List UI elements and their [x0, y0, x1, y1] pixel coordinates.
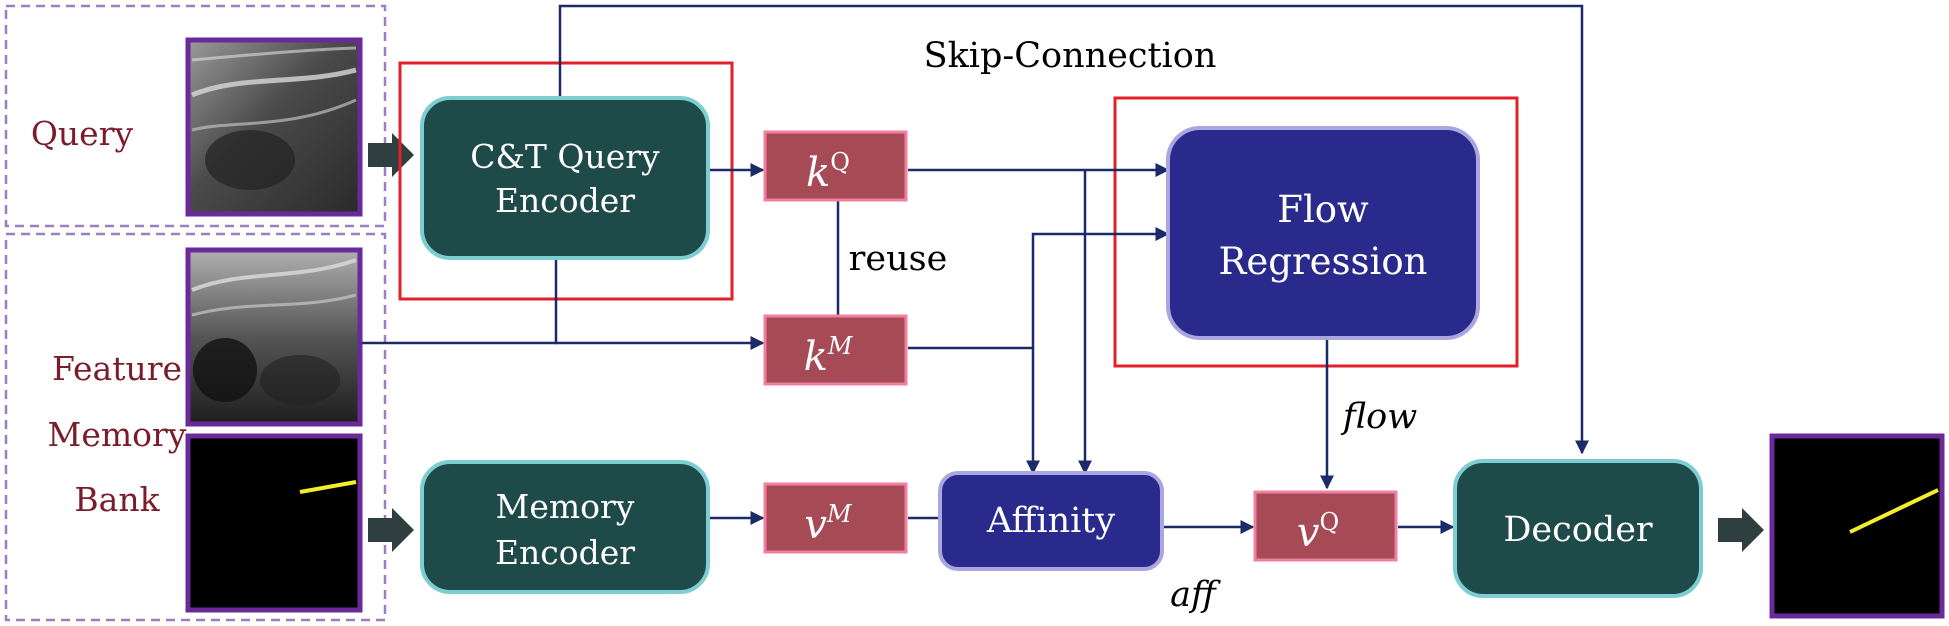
feature-label: Feature: [52, 349, 182, 388]
flow-label: flow: [1340, 397, 1417, 437]
output-mask-image: [1769, 433, 1945, 619]
query-encoder-label-line2: Encoder: [495, 181, 635, 220]
thick-arrow-query-in: [368, 133, 414, 177]
svg-text:vM: vM: [804, 500, 853, 548]
bank-label: Bank: [74, 480, 160, 519]
aff-label: aff: [1170, 575, 1221, 615]
decoder-label: Decoder: [1503, 510, 1653, 550]
flow-regression-label-line1: Flow: [1277, 188, 1369, 231]
kq-sup: Q: [830, 148, 850, 176]
query-encoder-highlight-box: [398, 61, 734, 301]
memory-bank-group-box: [4, 232, 387, 622]
thick-arrow-output: [1718, 508, 1764, 552]
flow-regression-label-line2: Regression: [1219, 240, 1428, 283]
memory-encoder-label-line2: Encoder: [495, 533, 635, 572]
reuse-label: reuse: [849, 239, 948, 279]
affinity-block: Affinity: [938, 471, 1164, 571]
vq-sup: Q: [1319, 508, 1339, 536]
km-tensor-box: kM: [763, 314, 908, 386]
skip-connection-line: [558, 4, 1589, 455]
km-to-affinity-arrow: [908, 346, 1040, 475]
query-ultrasound-image: [185, 37, 363, 217]
connections: [362, 4, 1589, 534]
vq-base: v: [1297, 510, 1320, 556]
query-group-box: [4, 4, 387, 228]
vm-tensor-box: vM: [763, 482, 908, 554]
flow-regression-block: Flow Regression: [1166, 126, 1480, 340]
memory-label: Memory: [48, 415, 187, 454]
memory-encoder-block: Memory Encoder: [420, 460, 710, 594]
affinity-to-flow-arrow: [1031, 227, 1170, 348]
vm-base: v: [804, 502, 827, 548]
kq-tensor-box: kQ: [763, 130, 908, 202]
memory-ultrasound-image: [185, 247, 363, 427]
flow-regression-highlight-box: [1113, 96, 1519, 368]
km-sup: M: [827, 332, 854, 360]
affinity-label: Affinity: [986, 501, 1116, 541]
svg-text:kQ: kQ: [806, 148, 850, 196]
skip-connection-label: Skip-Connection: [924, 36, 1217, 76]
query-label: Query: [31, 114, 134, 153]
memory-mask-image: [185, 433, 363, 613]
memory-encoder-label-line1: Memory: [496, 487, 635, 526]
decoder-block: Decoder: [1453, 459, 1703, 598]
svg-text:vQ: vQ: [1297, 508, 1339, 556]
thick-arrow-memory-in: [368, 508, 414, 552]
query-encoder-label-line1: C&T Query: [470, 137, 660, 176]
kq-base: k: [806, 150, 830, 196]
query-encoder-block: C&T Query Encoder: [420, 96, 710, 260]
svg-text:kM: kM: [804, 332, 854, 380]
vm-sup: M: [826, 500, 853, 528]
vq-tensor-box: vQ: [1253, 490, 1398, 562]
km-base: k: [804, 334, 828, 380]
